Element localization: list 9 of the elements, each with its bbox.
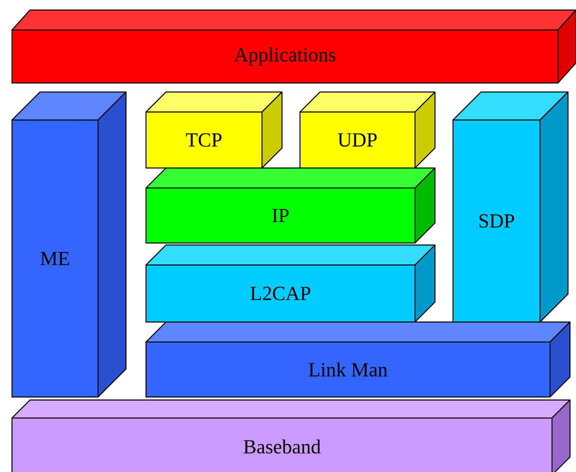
layer-block: UDP bbox=[300, 92, 436, 168]
layer-block: TCP bbox=[146, 92, 282, 168]
layer-block: IP bbox=[146, 168, 436, 244]
layer-block: Applications bbox=[12, 10, 576, 84]
layer-block: Baseband bbox=[12, 400, 570, 472]
layer-block: L2CAP bbox=[146, 244, 436, 322]
layer-block: SDP bbox=[452, 92, 568, 322]
layer-block: ME bbox=[12, 92, 126, 398]
layer-block: Link Man bbox=[146, 322, 570, 398]
